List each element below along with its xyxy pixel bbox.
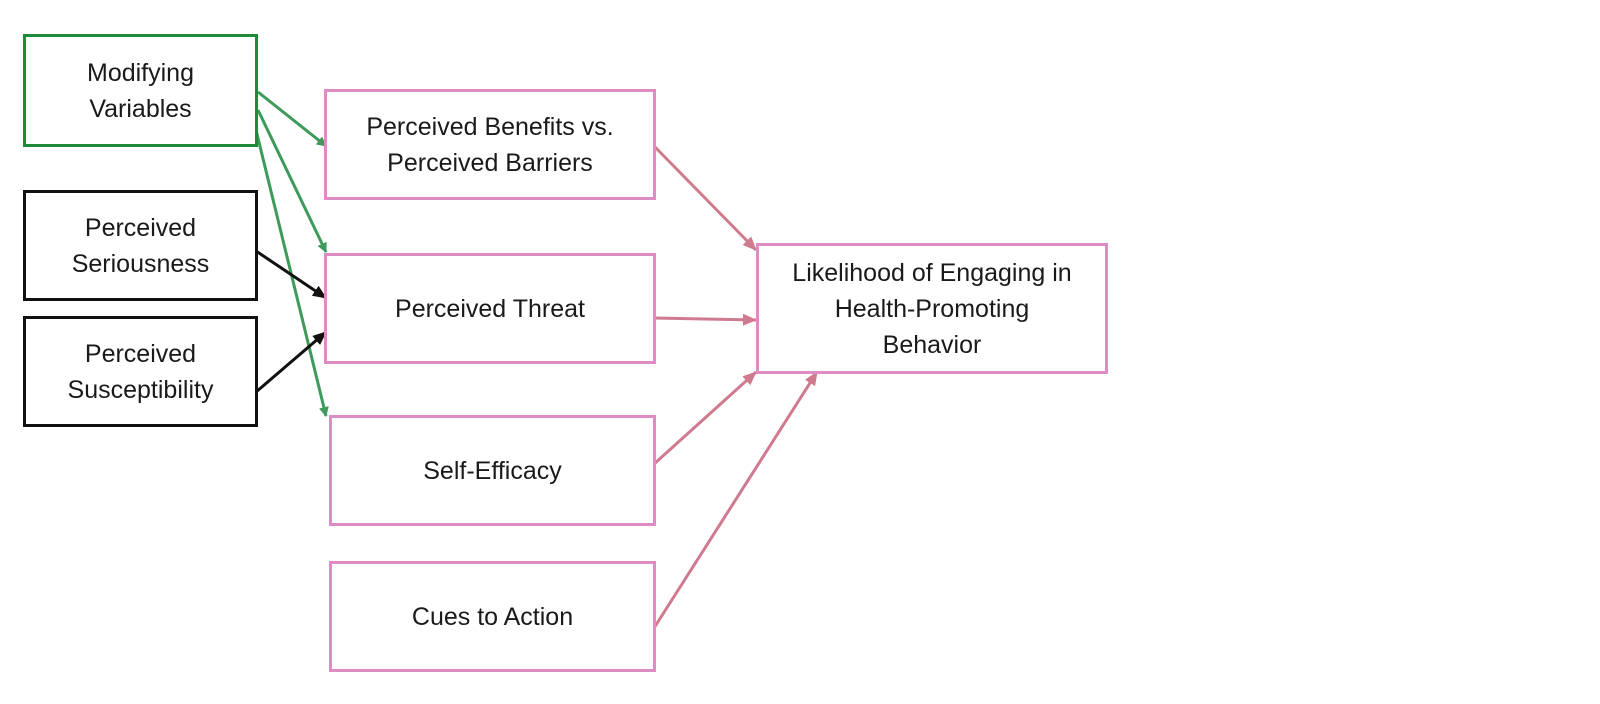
node-benefits-barriers: Perceived Benefits vs. Perceived Barrier… [324,89,656,200]
node-perceived-threat-label: Perceived Threat [395,294,585,323]
edge-modifying-to-benefits [257,90,327,148]
node-perceived-susceptibility-label: Perceived Susceptibility [67,339,214,404]
node-cues-to-action-label: Cues to Action [411,602,574,631]
edge-benefits-to-likelihood [652,144,758,252]
edge-seriousness-to-threat [255,249,327,300]
node-likelihood: Likelihood of Engaging in Health-Promoti… [756,243,1108,374]
node-modifying-variables: Modifying Variables [23,34,258,147]
edge-modifying-to-threat [256,109,328,253]
node-modifying-variables-label: Modifying Variables [87,58,194,123]
node-perceived-susceptibility: Perceived Susceptibility [23,316,258,427]
node-perceived-seriousness: Perceived Seriousness [23,190,258,301]
node-self-efficacy-label: Self-Efficacy [423,456,562,485]
node-cues-to-action: Cues to Action [329,561,656,672]
edge-susceptibility-to-threat [255,330,327,394]
node-benefits-barriers-label: Perceived Benefits vs. Perceived Barrier… [366,112,614,177]
node-perceived-threat: Perceived Threat [324,253,656,364]
edge-threat-to-likelihood [653,313,757,326]
node-self-efficacy: Self-Efficacy [329,415,656,526]
node-likelihood-label: Likelihood of Engaging in Health-Promoti… [792,258,1072,359]
node-perceived-seriousness-label: Perceived Seriousness [71,213,210,278]
edge-self-efficacy-to-likelihood [652,370,758,466]
edge-cues-to-likelihood [652,371,819,629]
